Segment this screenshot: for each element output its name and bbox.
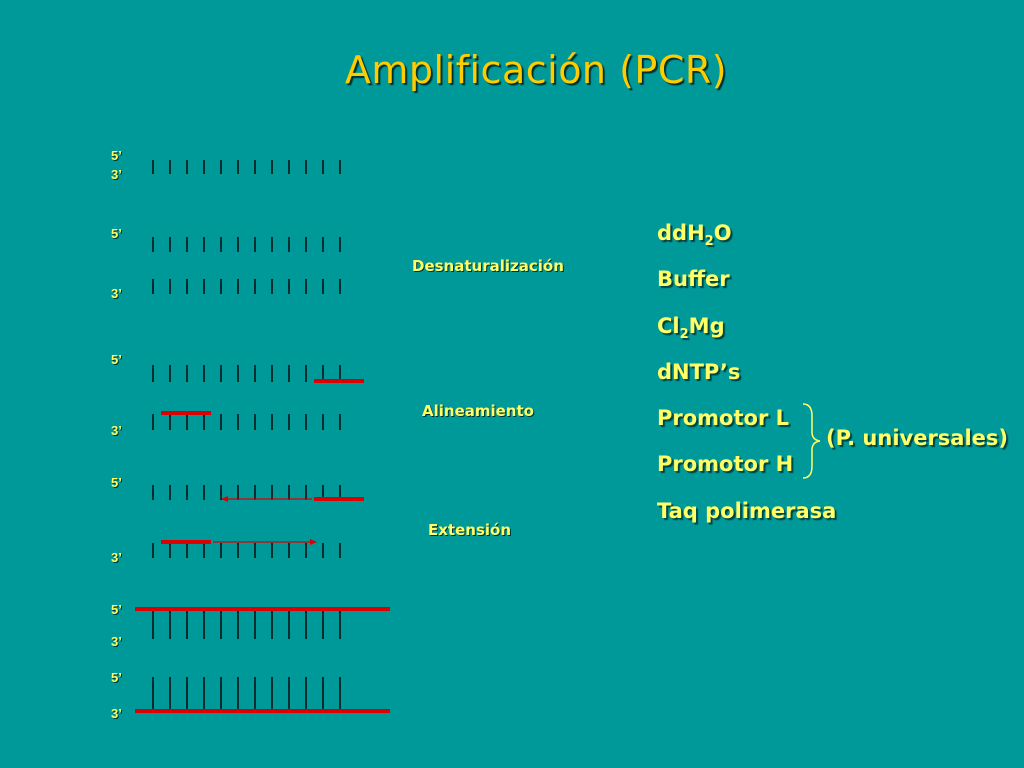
reagent-buffer: Buffer	[657, 267, 730, 291]
strand-label-3prime: 3’	[111, 286, 122, 301]
page-title: Amplificación (PCR)	[344, 48, 728, 92]
strand-label-5prime: 5’	[111, 148, 122, 163]
universal-primers-note: (P. universales)	[826, 426, 1009, 450]
step-label-annealing: Alineamiento	[422, 402, 534, 420]
reagent-dntps: dNTP’s	[657, 360, 741, 384]
strand-label-5prime: 5’	[111, 602, 122, 617]
reagent-primer-l: Promotor L	[657, 406, 789, 430]
reagent-primer-h: Promotor H	[657, 452, 794, 476]
strand-label-3prime: 3’	[111, 634, 122, 649]
strand-label-3prime: 3’	[111, 423, 122, 438]
strand-label-5prime: 5’	[111, 670, 122, 685]
primers-brace	[802, 403, 821, 479]
strand-label-3prime: 3’	[111, 706, 122, 721]
reagent-water: ddH2O	[657, 221, 732, 250]
strand-label-3prime: 3’	[111, 550, 122, 565]
strand-label-5prime: 5’	[111, 352, 122, 367]
strand-label-5prime: 5’	[111, 475, 122, 490]
strand-label-3prime: 3’	[111, 167, 122, 182]
reagent-taq: Taq polimerasa	[657, 499, 837, 523]
step-label-denaturation: Desnaturalización	[412, 257, 564, 275]
step-label-extension: Extensión	[428, 521, 511, 539]
reagent-magnesium: Cl2Mg	[657, 314, 725, 343]
strand-label-5prime: 5’	[111, 226, 122, 241]
